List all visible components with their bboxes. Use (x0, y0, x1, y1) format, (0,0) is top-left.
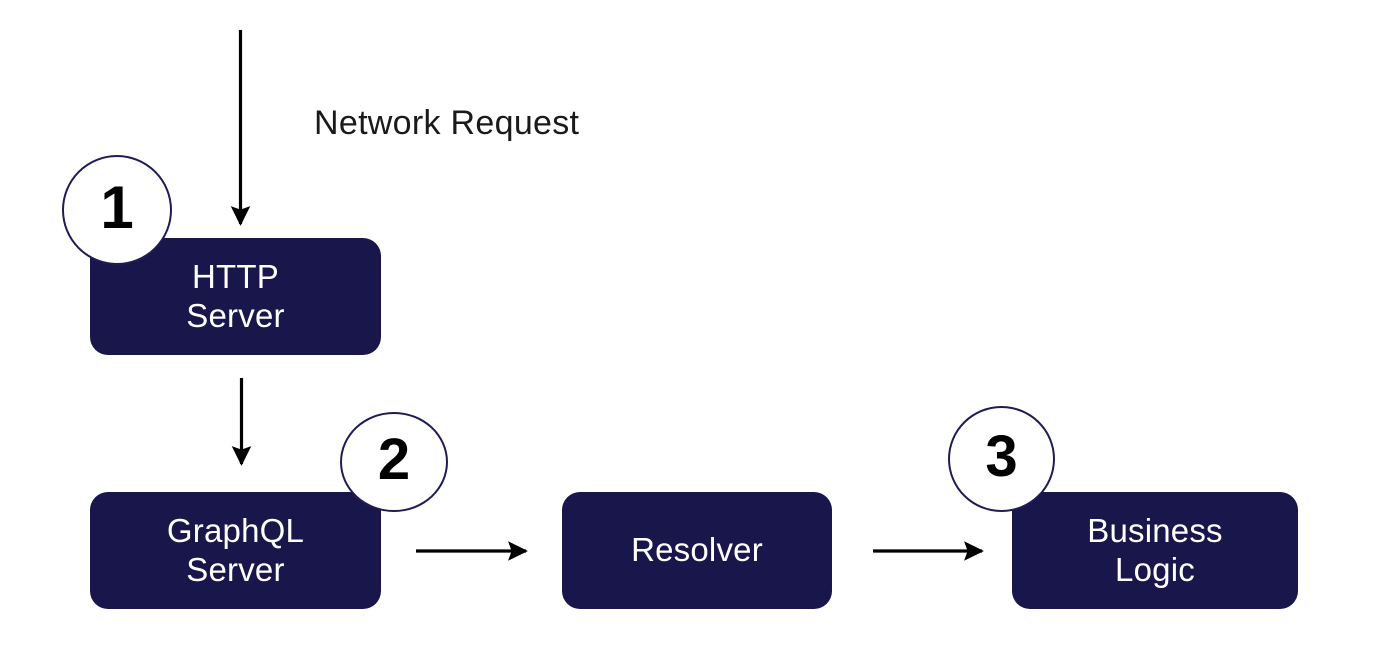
step-badge-2: 2 (340, 412, 448, 512)
edge-label-network-request: Network Request (314, 104, 580, 142)
node-business-logic-label: Business Logic (1067, 512, 1243, 590)
node-resolver-label-line1: Resolver (631, 531, 763, 569)
node-graphql-server[interactable]: GraphQL Server (90, 492, 381, 609)
node-graphql-server-label-line2: Server (186, 550, 285, 588)
node-http-server-label-line1: HTTP (192, 257, 279, 295)
node-http-server-label: HTTP Server (166, 258, 304, 336)
node-business-logic[interactable]: Business Logic (1012, 492, 1298, 609)
step-badge-3-number: 3 (985, 424, 1018, 489)
step-badge-2-number: 2 (377, 427, 411, 492)
node-http-server-label-line2: Server (186, 296, 285, 334)
node-graphql-server-label: GraphQL Server (147, 512, 324, 590)
node-resolver[interactable]: Resolver (562, 492, 832, 609)
step-badge-1: 1 (62, 155, 172, 265)
step-badge-1-number: 1 (100, 174, 134, 241)
node-business-logic-label-line1: Business (1087, 511, 1223, 549)
node-business-logic-label-line2: Logic (1115, 550, 1195, 588)
step-badge-3: 3 (948, 406, 1055, 512)
node-graphql-server-label-line1: GraphQL (166, 511, 305, 549)
node-resolver-label: Resolver (611, 531, 783, 570)
